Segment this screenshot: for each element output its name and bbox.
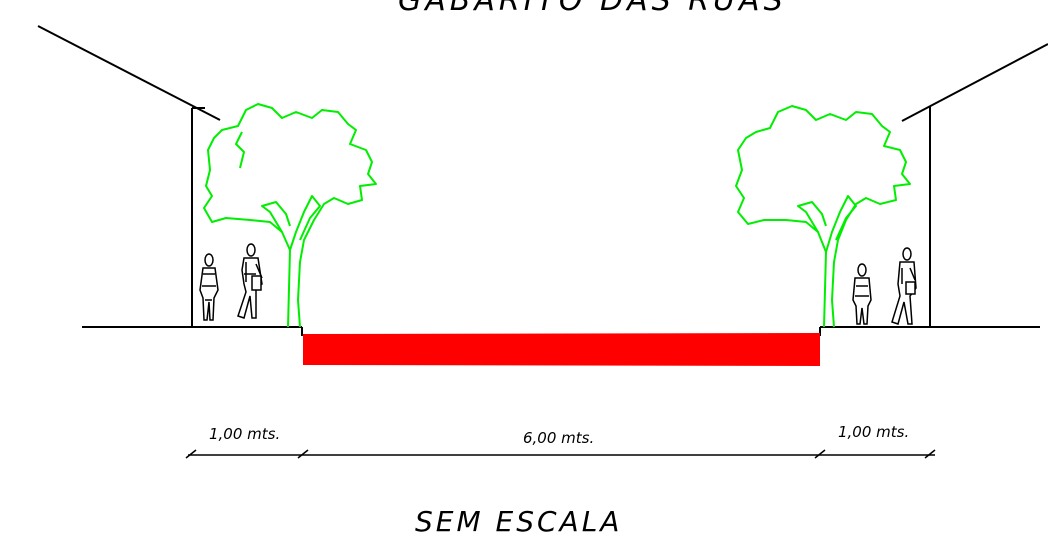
- drawing-title: GABARITO DAS RUAS: [398, 0, 787, 18]
- right-tree: [735, 105, 911, 328]
- dimension-tick-left-end: [185, 449, 197, 459]
- dimension-tick-left-curb: [297, 449, 309, 459]
- pedestrian-right-2: [891, 247, 917, 325]
- right-building-roof: [901, 43, 1048, 122]
- dimension-label-right-sidewalk: 1,00 mts.: [838, 423, 910, 441]
- pedestrian-right-1: [852, 263, 872, 325]
- scale-note: SEM ESCALA: [415, 505, 623, 538]
- roadway-red-band: [303, 333, 820, 366]
- dimension-line: [185, 449, 936, 459]
- left-building-roof: [37, 25, 221, 121]
- left-tree: [203, 103, 377, 328]
- dimension-tick-right-curb: [814, 449, 826, 459]
- pedestrian-left-2: [237, 243, 263, 319]
- pedestrian-left-1: [199, 253, 219, 321]
- dimension-tick-right-end: [924, 449, 936, 459]
- dimension-label-left-sidewalk: 1,00 mts.: [209, 425, 281, 443]
- dimension-label-roadway: 6,00 mts.: [523, 429, 595, 447]
